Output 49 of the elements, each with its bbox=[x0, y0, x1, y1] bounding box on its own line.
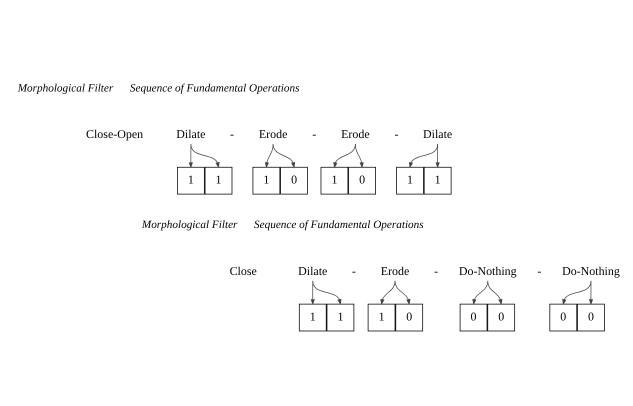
node-text: Erode bbox=[341, 126, 370, 140]
arrow bbox=[272, 143, 296, 168]
node-box: 1 bbox=[424, 166, 452, 194]
label: Morphological Filter bbox=[18, 82, 114, 94]
node-text: Erode bbox=[258, 126, 288, 140]
arrow bbox=[380, 280, 396, 305]
arrow bbox=[588, 280, 594, 305]
label: - bbox=[537, 263, 542, 278]
arrow bbox=[355, 143, 364, 168]
label: Close bbox=[230, 263, 257, 278]
label: - bbox=[434, 263, 438, 278]
label: Sequence of Fundamental Operations bbox=[254, 218, 424, 231]
label: - bbox=[352, 263, 356, 278]
arrow bbox=[562, 280, 592, 305]
node-box: 0 bbox=[395, 303, 424, 331]
node-box: 0 bbox=[549, 303, 578, 331]
arrow bbox=[487, 280, 502, 305]
node-box: 0 bbox=[460, 303, 488, 331]
node-box: 1 bbox=[177, 166, 205, 194]
node-text: Dilate bbox=[423, 126, 452, 140]
node-box: 1 bbox=[204, 166, 232, 194]
node-text: Dilate bbox=[176, 126, 206, 140]
node-box: 0 bbox=[577, 303, 605, 331]
node-box: 0 bbox=[348, 166, 376, 194]
node-text: Erode bbox=[380, 263, 410, 278]
label: Morphological Filter bbox=[142, 218, 238, 231]
node-box: 1 bbox=[368, 303, 396, 331]
node-box: 1 bbox=[396, 166, 424, 194]
arrow bbox=[408, 143, 438, 168]
label: Sequence of Fundamental Operations bbox=[130, 82, 300, 94]
arrow bbox=[264, 143, 274, 168]
node-box: 0 bbox=[280, 166, 308, 194]
label: Close-Open bbox=[86, 126, 144, 140]
node-box: 1 bbox=[298, 303, 327, 331]
node-box: 1 bbox=[326, 303, 354, 331]
node-box: 1 bbox=[320, 166, 348, 194]
arrow bbox=[190, 143, 220, 168]
node-box: 1 bbox=[252, 166, 280, 194]
arrow bbox=[472, 280, 488, 305]
arrow bbox=[394, 280, 410, 305]
label: - bbox=[312, 126, 316, 140]
node-text: Do-Nothing bbox=[458, 263, 517, 278]
label: - bbox=[394, 126, 399, 140]
label: - bbox=[230, 126, 234, 140]
node-box: 0 bbox=[487, 303, 516, 331]
arrow bbox=[436, 143, 440, 168]
arrow bbox=[312, 280, 342, 305]
node-text: Do-Nothing bbox=[562, 263, 620, 278]
node-text: Dilate bbox=[298, 263, 328, 278]
